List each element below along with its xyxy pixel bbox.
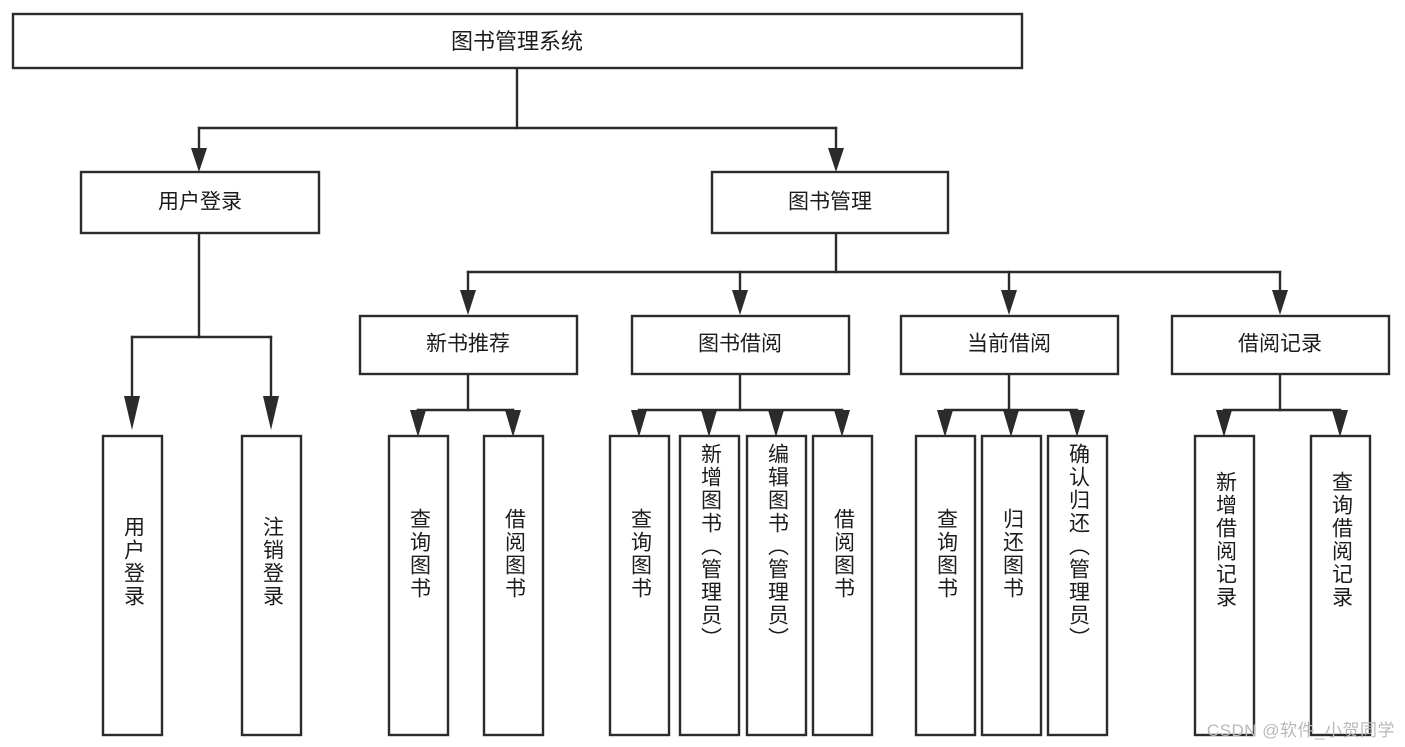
leaf-box-borrow-book-1[interactable]	[482, 434, 545, 737]
node-borrow-record[interactable]: 借阅记录	[1170, 314, 1391, 376]
connector-bookmgmt-to-level3	[460, 231, 1288, 315]
node-book-borrow-label: 图书借阅	[698, 333, 782, 356]
node-new-book-recommend-label: 新书推荐	[426, 333, 510, 356]
arrowhead-l3-3	[1001, 290, 1017, 315]
arrowhead-l3-2	[732, 290, 748, 315]
arrowhead-user-login	[191, 148, 207, 172]
arrowhead-n2	[505, 410, 521, 437]
node-current-borrow-box	[899, 314, 1120, 376]
node-book-borrow[interactable]: 图书借阅	[630, 314, 851, 376]
node-book-management-box	[710, 170, 950, 235]
leaf-box-edit-book-admin[interactable]	[745, 434, 808, 737]
arrowhead-r1	[1216, 410, 1232, 437]
leaf-box-add-book-admin[interactable]	[678, 434, 741, 737]
leaf-box-user-login[interactable]	[101, 434, 164, 737]
arrowhead-c3	[1069, 410, 1085, 437]
connector-userlogin-to-leaves	[124, 231, 279, 430]
leaf-box-return-book[interactable]	[980, 434, 1043, 737]
leaf-box-add-record[interactable]	[1193, 434, 1256, 737]
arrowhead-u1	[124, 396, 140, 430]
arrowhead-r2	[1332, 410, 1348, 437]
arrowhead-u2	[263, 396, 279, 430]
node-new-book-recommend[interactable]: 新书推荐	[358, 314, 579, 376]
arrowhead-c1	[937, 410, 953, 437]
arrowhead-b4	[834, 410, 850, 437]
connector-root-to-level2	[191, 66, 844, 172]
node-user-login[interactable]: 用户登录	[79, 170, 321, 235]
leaf-box-query-book-3[interactable]	[914, 434, 977, 737]
node-user-login-box	[79, 170, 321, 235]
leaf-box-query-book-2[interactable]	[608, 434, 671, 737]
node-user-login-label: 用户登录	[158, 191, 242, 214]
node-current-borrow-label: 当前借阅	[967, 333, 1051, 356]
arrowhead-l3-1	[460, 290, 476, 315]
node-current-borrow[interactable]: 当前借阅	[899, 314, 1120, 376]
node-book-management[interactable]: 图书管理	[710, 170, 950, 235]
arrowhead-b2	[701, 410, 717, 437]
leaf-box-logout[interactable]	[240, 434, 303, 737]
node-book-borrow-box	[630, 314, 851, 376]
arrowhead-c2	[1003, 410, 1019, 437]
leaf-box-borrow-book-2[interactable]	[811, 434, 874, 737]
leaf-box-query-book-1[interactable]	[387, 434, 450, 737]
leaf-boxes	[101, 434, 1372, 737]
connector-current-to-leaves	[937, 371, 1085, 437]
node-borrow-record-label: 借阅记录	[1238, 333, 1322, 356]
node-root-system[interactable]: 图书管理系统	[11, 12, 1024, 70]
node-root-box	[11, 12, 1024, 70]
connector-record-to-leaves	[1216, 371, 1348, 437]
node-book-management-label: 图书管理	[788, 191, 872, 214]
arrowhead-n1	[410, 410, 426, 437]
leaf-box-confirm-return-admin[interactable]	[1046, 434, 1109, 737]
node-new-book-recommend-box	[358, 314, 579, 376]
node-borrow-record-box	[1170, 314, 1391, 376]
node-root-label: 图书管理系统	[451, 29, 583, 54]
arrowhead-b3	[768, 410, 784, 437]
arrowhead-b1	[631, 410, 647, 437]
arrowhead-book-mgmt	[828, 148, 844, 172]
arrowhead-l3-4	[1272, 290, 1288, 315]
connector-borrow-to-leaves	[631, 371, 850, 437]
connector-newbook-to-leaves	[410, 371, 521, 437]
leaf-box-query-record[interactable]	[1309, 434, 1372, 737]
